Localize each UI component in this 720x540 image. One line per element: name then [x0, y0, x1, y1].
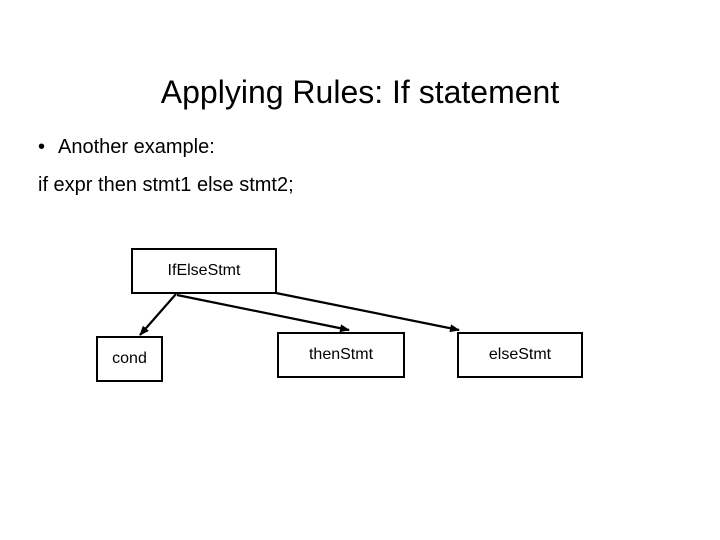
tree-node-cond[interactable]: cond [96, 336, 163, 382]
tree-node-then-stmt[interactable]: thenStmt [277, 332, 405, 378]
code-statement-text: if expr then stmt1 else stmt2; [38, 174, 294, 196]
tree-node-else-stmt-label: elseStmt [488, 346, 552, 363]
bullet-marker-icon: • [38, 136, 46, 158]
tree-node-then-stmt-label: thenStmt [308, 346, 374, 363]
edge-root-to-cond [139, 293, 177, 336]
edge-root-to-then [176, 293, 350, 333]
tree-node-root[interactable]: IfElseStmt [131, 248, 277, 294]
body-content: • Another example: if expr then stmt1 els… [38, 134, 658, 198]
tree-node-root-label: IfElseStmt [167, 262, 241, 279]
page-title: Applying Rules: If statement [160, 74, 560, 111]
bullet-item-label: Another example: [58, 136, 215, 158]
tree-node-cond-label: cond [112, 350, 147, 367]
bullet-list-item: • Another example: [38, 134, 658, 160]
edge-root-to-else [275, 291, 460, 333]
tree-node-else-stmt[interactable]: elseStmt [457, 332, 583, 378]
